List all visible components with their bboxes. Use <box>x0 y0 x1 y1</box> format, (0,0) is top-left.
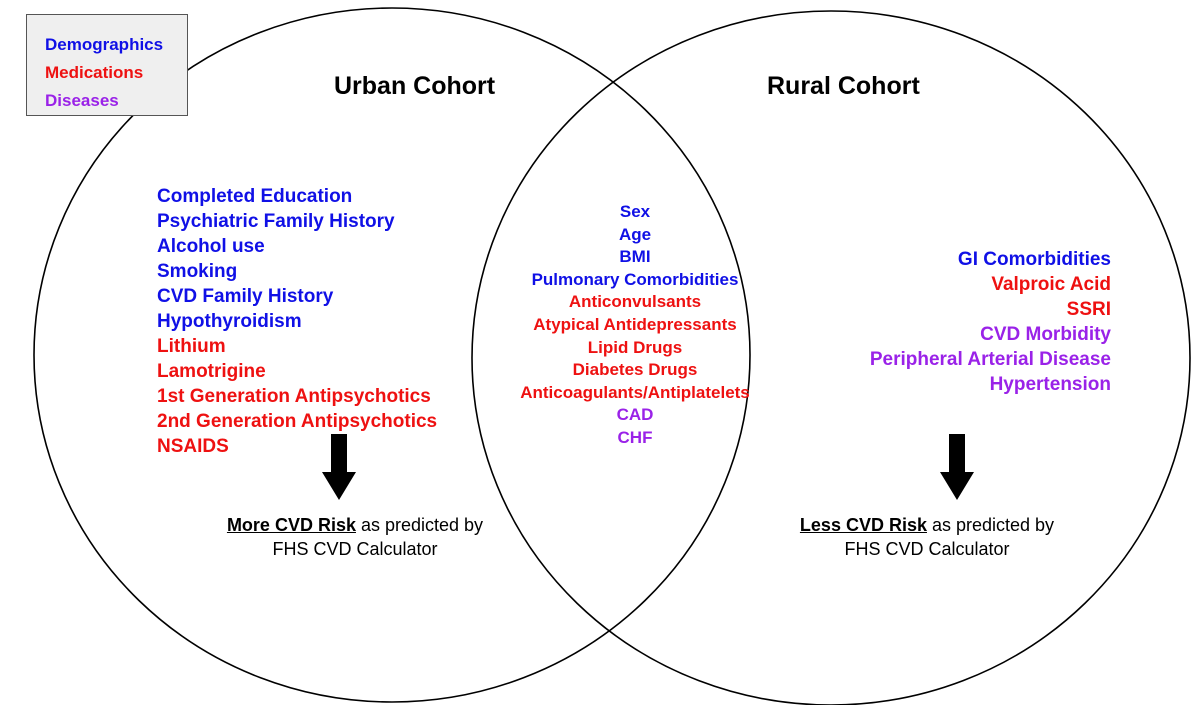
shared-factor: Lipid Drugs <box>587 337 683 357</box>
urban-factor: 1st Generation Antipsychotics <box>157 386 431 407</box>
rural-cohort-circle <box>471 10 1191 705</box>
urban-factor: CVD Family History <box>157 286 334 307</box>
shared-factor: Anticoagulants/Antiplatelets <box>520 382 750 402</box>
shared-factor: Anticonvulsants <box>568 292 702 312</box>
urban-factor: Psychiatric Family History <box>157 211 395 232</box>
urban-risk-emphasis: More CVD Risk <box>226 515 356 535</box>
urban-risk-calculator: FHS CVD Calculator <box>272 539 438 559</box>
rural-factor: Peripheral Arterial Disease <box>869 349 1111 370</box>
rural-factor: GI Comorbidities <box>957 249 1111 270</box>
shared-factor: Age <box>618 224 652 244</box>
rural-factor: Valproic Acid <box>991 274 1111 295</box>
legend-demographics: Demographics <box>45 35 164 54</box>
shared-factor: Pulmonary Comorbidities <box>531 269 739 289</box>
rural-factor: Hypertension <box>989 374 1111 395</box>
rural-down-arrow-icon <box>940 434 974 500</box>
rural-cohort-title: Rural Cohort <box>767 72 920 100</box>
rural-factor: CVD Morbidity <box>980 324 1111 345</box>
urban-factor: NSAIDS <box>157 436 229 457</box>
urban-factor: Lamotrigine <box>157 361 266 382</box>
urban-factor: Completed Education <box>157 186 353 207</box>
urban-factor: Alcohol use <box>157 236 265 257</box>
legend-medications: Medications <box>45 63 144 82</box>
shared-factor: Atypical Antidepressants <box>533 314 737 334</box>
rural-risk-note: Less CVD Risk as predicted by FHS CVD Ca… <box>778 513 1076 561</box>
urban-down-arrow-icon <box>322 434 356 500</box>
urban-factor: Lithium <box>157 336 226 357</box>
shared-factor: CHF <box>617 427 653 447</box>
legend-diseases: Diseases <box>45 91 119 110</box>
shared-factor: CAD <box>616 405 654 425</box>
shared-factor: Diabetes Drugs <box>572 360 698 380</box>
rural-factor: SSRI <box>1066 299 1111 320</box>
urban-factor: Smoking <box>157 261 238 282</box>
urban-factor: Hypothyroidism <box>157 311 302 332</box>
rural-risk-calculator: FHS CVD Calculator <box>844 539 1010 559</box>
shared-factor: BMI <box>619 247 651 267</box>
rural-risk-text: as predicted by <box>926 515 1055 535</box>
urban-cohort-circle <box>33 7 751 703</box>
urban-risk-note: More CVD Risk as predicted by FHS CVD Ca… <box>206 513 504 561</box>
legend-box: Demographics Medications Diseases <box>26 14 188 116</box>
urban-cohort-title: Urban Cohort <box>334 72 496 100</box>
shared-factor: Sex <box>619 202 651 221</box>
rural-risk-emphasis: Less CVD Risk <box>799 515 927 535</box>
urban-risk-text: as predicted by <box>355 515 484 535</box>
urban-factor: 2nd Generation Antipsychotics <box>157 411 438 432</box>
